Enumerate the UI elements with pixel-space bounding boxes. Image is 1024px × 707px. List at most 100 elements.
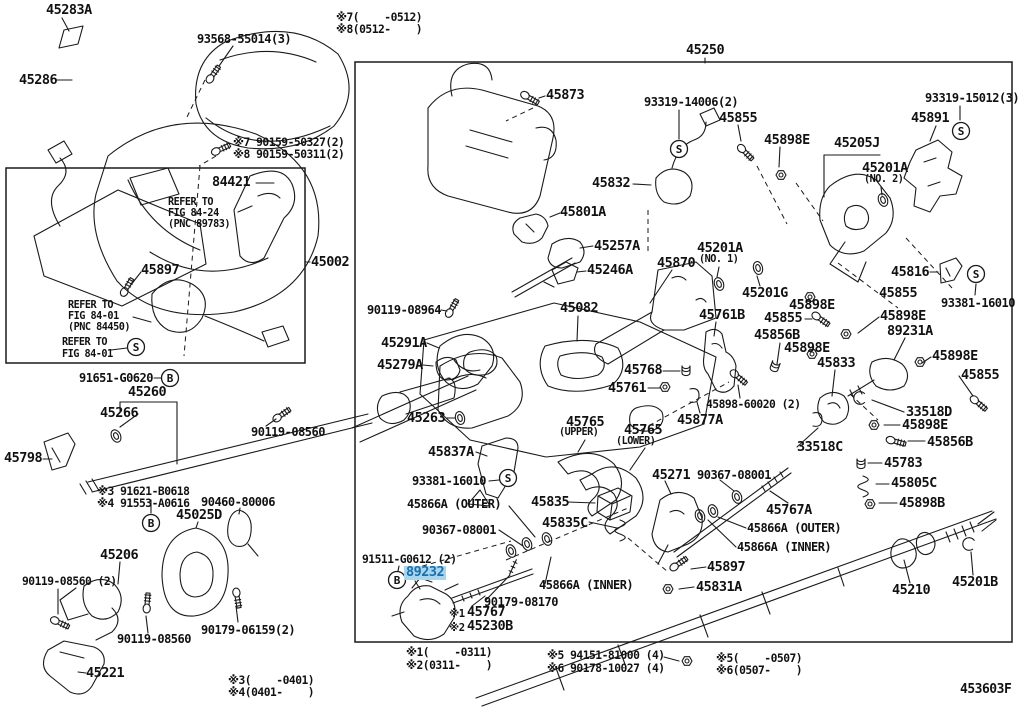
- part-label-45291a[interactable]: 45291A: [381, 335, 427, 351]
- part-label-89231a[interactable]: 89231A: [887, 323, 933, 339]
- part-label-45835[interactable]: 45835: [531, 494, 570, 510]
- part-label-3-91621-b0618[interactable]: ※3 91621-B0618: [97, 485, 190, 498]
- part-label-45831a[interactable]: 45831A: [696, 579, 742, 595]
- part-label-45897[interactable]: 45897: [141, 262, 180, 278]
- part-label-4-91553-a0616[interactable]: ※4 91553-A0616: [97, 497, 190, 510]
- part-label-90119-08560[interactable]: 90119-08560: [117, 632, 191, 646]
- part-label-45856b[interactable]: 45856B: [927, 434, 973, 450]
- part-label-90179-06159-2[interactable]: 90179-06159(2): [201, 623, 296, 637]
- part-label-90367-08001[interactable]: 90367-08001: [697, 468, 771, 482]
- callout-circle-S[interactable]: S: [951, 121, 971, 141]
- part-label-93381-16010[interactable]: 93381-16010: [941, 296, 1015, 310]
- part-label-91511-g0612-2[interactable]: 91511-G0612 (2): [362, 553, 457, 566]
- part-label-45866a-outer[interactable]: 45866A (OUTER): [747, 521, 842, 535]
- part-label-93568-55014-3[interactable]: 93568-55014(3): [197, 32, 292, 46]
- part-label-45898e[interactable]: 45898E: [764, 132, 810, 148]
- part-label-2[interactable]: ※2: [449, 622, 465, 634]
- part-label-45898e[interactable]: 45898E: [932, 348, 978, 364]
- part-label-84421[interactable]: 84421: [212, 174, 251, 190]
- part-label-45246a[interactable]: 45246A: [587, 262, 633, 278]
- part-label-45801a[interactable]: 45801A: [560, 204, 606, 220]
- part-label-33518d[interactable]: 33518D: [906, 404, 952, 420]
- part-label-1[interactable]: ※1: [449, 608, 465, 620]
- part-label-5-94151-81000-4[interactable]: ※5 94151-81000 (4): [547, 649, 665, 662]
- part-label-45201g[interactable]: 45201G: [742, 285, 788, 301]
- part-label-45897[interactable]: 45897: [707, 559, 746, 575]
- part-label-45898e[interactable]: 45898E: [789, 297, 835, 313]
- part-label-45257a[interactable]: 45257A: [594, 238, 640, 254]
- part-label-45283a[interactable]: 45283A: [46, 2, 92, 18]
- part-label-45002[interactable]: 45002: [311, 254, 350, 270]
- part-label-90119-08560[interactable]: 90119-08560: [251, 425, 325, 439]
- part-label-45855[interactable]: 45855: [879, 285, 918, 301]
- part-label-90179-08170[interactable]: 90179-08170: [484, 595, 558, 609]
- part-label-45837a[interactable]: 45837A: [428, 444, 474, 460]
- part-label-45260[interactable]: 45260: [128, 384, 167, 400]
- callout-circle-B[interactable]: B: [387, 570, 407, 590]
- part-label-45230b[interactable]: 45230B: [467, 618, 513, 634]
- part-label-45816[interactable]: 45816: [891, 264, 930, 280]
- part-label-6-90178-10027-4[interactable]: ※6 90178-10027 (4): [547, 662, 665, 675]
- part-label-93319-15012-3[interactable]: 93319-15012(3): [925, 91, 1020, 105]
- part-label-45870[interactable]: 45870: [657, 255, 696, 271]
- part-label-91651-g0620[interactable]: 91651-G0620: [79, 371, 153, 385]
- part-label-45898-60020-2[interactable]: 45898-60020 (2): [706, 398, 801, 411]
- part-label-45898e[interactable]: 45898E: [880, 308, 926, 324]
- part-label-45855[interactable]: 45855: [719, 110, 758, 126]
- part-label-45082[interactable]: 45082: [560, 300, 599, 316]
- callout-circle-S[interactable]: S: [966, 264, 986, 284]
- part-label-45286[interactable]: 45286: [19, 72, 58, 88]
- part-label-45866a-inner[interactable]: 45866A (INNER): [539, 578, 634, 592]
- part-label-45025d[interactable]: 45025D: [176, 507, 222, 523]
- part-label-45201a[interactable]: 45201A: [862, 160, 908, 176]
- part-label-45855[interactable]: 45855: [764, 310, 803, 326]
- part-label-45856b[interactable]: 45856B: [754, 327, 800, 343]
- part-label-45877a[interactable]: 45877A: [677, 412, 723, 428]
- part-label-90367-08001[interactable]: 90367-08001: [422, 523, 496, 537]
- part-label-45221[interactable]: 45221: [86, 665, 125, 681]
- part-label-7-90159-50327-2[interactable]: ※7 90159-50327(2): [233, 136, 345, 149]
- part-label-45765[interactable]: 45765: [566, 414, 605, 430]
- part-label-45250[interactable]: 45250: [686, 42, 725, 58]
- callout-circle-S[interactable]: S: [669, 139, 689, 159]
- part-label-45266[interactable]: 45266: [100, 405, 139, 421]
- callout-circle-B[interactable]: B: [141, 513, 161, 533]
- part-label-8-90159-50311-2[interactable]: ※8 90159-50311(2): [233, 148, 345, 161]
- part-label-93319-14006-2[interactable]: 93319-14006(2): [644, 95, 739, 109]
- part-label-45210[interactable]: 45210: [892, 582, 931, 598]
- part-label-45833[interactable]: 45833: [817, 355, 856, 371]
- part-label-45761b[interactable]: 45761B: [699, 307, 745, 323]
- part-label-45898b[interactable]: 45898B: [899, 495, 945, 511]
- part-label-45832[interactable]: 45832: [592, 175, 631, 191]
- part-label-45898e[interactable]: 45898E: [902, 417, 948, 433]
- part-label-45798[interactable]: 45798: [4, 450, 43, 466]
- callout-circle-B[interactable]: B: [160, 368, 180, 388]
- part-label-45866a-outer[interactable]: 45866A (OUTER): [407, 497, 502, 511]
- part-label-45866a-inner[interactable]: 45866A (INNER): [737, 540, 832, 554]
- part-label-45201a[interactable]: 45201A: [697, 240, 743, 256]
- part-label-45201b[interactable]: 45201B: [952, 574, 998, 590]
- callout-circle-S[interactable]: S: [498, 468, 518, 488]
- part-label-90460-80006[interactable]: 90460-80006: [201, 495, 275, 509]
- part-label-89232[interactable]: 89232: [404, 564, 447, 580]
- part-label-45891[interactable]: 45891: [911, 110, 950, 126]
- part-label-45898e[interactable]: 45898E: [784, 340, 830, 356]
- part-label-45783[interactable]: 45783: [884, 455, 923, 471]
- part-label-45767a[interactable]: 45767A: [766, 502, 812, 518]
- part-label-45835c[interactable]: 45835C: [542, 515, 588, 531]
- part-label-45271[interactable]: 45271: [652, 467, 691, 483]
- part-label-45206[interactable]: 45206: [100, 547, 139, 563]
- part-label-90119-08964[interactable]: 90119-08964: [367, 303, 441, 317]
- part-label-45279a[interactable]: 45279A: [377, 357, 423, 373]
- part-label-93381-16010[interactable]: 93381-16010: [412, 474, 486, 488]
- part-label-45767[interactable]: 45767: [467, 604, 506, 620]
- part-label-45765[interactable]: 45765: [624, 422, 663, 438]
- part-label-45805c[interactable]: 45805C: [891, 475, 937, 491]
- part-label-45761[interactable]: 45761: [608, 380, 647, 396]
- part-label-90119-08560-2[interactable]: 90119-08560 (2): [22, 575, 117, 588]
- part-label-33518c[interactable]: 33518C: [797, 439, 843, 455]
- part-label-45205j[interactable]: 45205J: [834, 135, 880, 151]
- part-label-45263[interactable]: 45263: [407, 410, 446, 426]
- part-label-45873[interactable]: 45873: [546, 87, 585, 103]
- part-label-45855[interactable]: 45855: [961, 367, 1000, 383]
